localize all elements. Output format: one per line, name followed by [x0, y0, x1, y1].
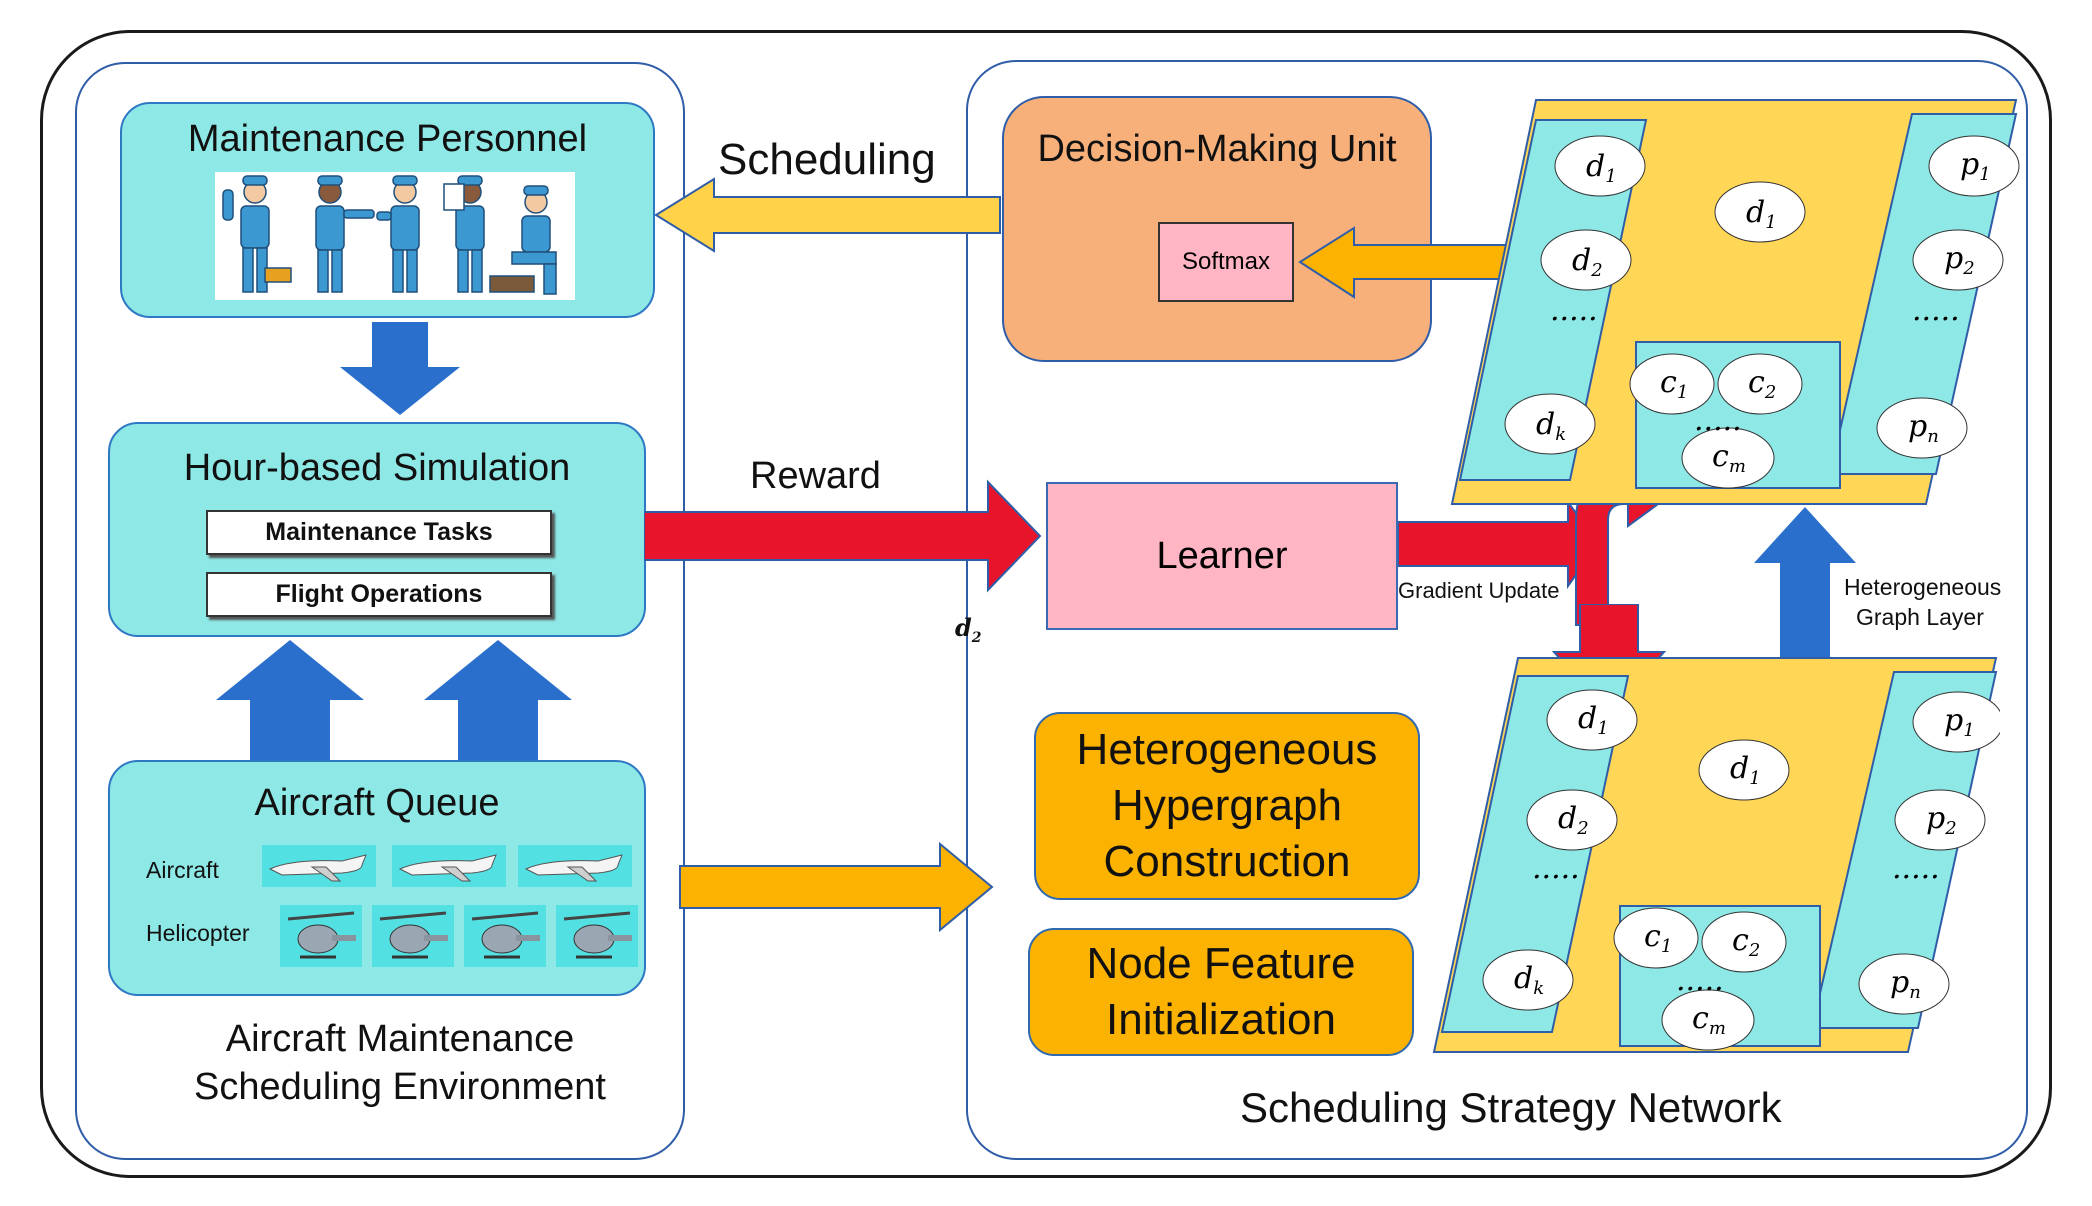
node-c2: c2: [1748, 365, 1776, 403]
node-d1: d1: [1578, 701, 1609, 739]
environment-title-line1: Aircraft Maintenance: [225, 1018, 575, 1060]
aircraft-image: [518, 845, 632, 887]
arrow-personnel-to-simulation: [340, 322, 460, 415]
hypergraph-construction-box: Heterogeneous Hypergraph Construction: [1034, 712, 1420, 900]
helicopter-image: [556, 905, 638, 967]
node-d1-center: d1: [1730, 751, 1761, 789]
aircraft-label: Aircraft: [146, 857, 219, 883]
softmax-label: Softmax: [1181, 248, 1271, 275]
aircraft-image: [262, 845, 376, 887]
node-dk: dk: [1514, 961, 1544, 999]
learner-box: Learner: [1046, 482, 1398, 630]
scheduling-label: Scheduling: [718, 135, 936, 184]
node-pn: pn: [1908, 409, 1939, 447]
learner-label: Learner: [1156, 534, 1288, 577]
node-c1: c1: [1660, 365, 1688, 403]
decision-making-unit-title: Decision-Making Unit: [1037, 128, 1397, 170]
environment-title-line2: Scheduling Environment: [194, 1066, 606, 1108]
helicopter-image: [464, 905, 546, 967]
node-p2: p2: [1944, 241, 1975, 279]
scheduling-arrow: [654, 177, 1001, 253]
helicopter-label: Helicopter: [146, 920, 250, 946]
arrow-queue-to-simulation-1: [216, 640, 364, 760]
node-c2: c2: [1732, 923, 1760, 961]
softmax-box: Softmax: [1158, 222, 1294, 302]
graph-layer-label-line2: Graph Layer: [1856, 604, 1984, 630]
helicopter-image: [280, 905, 362, 967]
graph-layer-arrow: [1754, 507, 1856, 685]
node-cm: cm: [1712, 439, 1746, 477]
node-d2: d2: [1558, 801, 1589, 839]
aircraft-queue-title: Aircraft Queue: [254, 782, 500, 824]
graph-layer-label-line1: Heterogeneous: [1844, 574, 2002, 600]
nodefeat-line2: Initialization: [1106, 995, 1336, 1044]
arrow-graph-to-softmax: [1298, 226, 1523, 299]
network-title: Scheduling Strategy Network: [1240, 1084, 1782, 1131]
reward-arrow: [644, 479, 1042, 593]
nodefeat-line1: Node Feature: [1086, 939, 1356, 988]
hypergraph-line1: Heterogeneous: [1076, 725, 1378, 774]
dots-d: .....: [1550, 293, 1598, 328]
node-p1: p1: [1960, 147, 1991, 185]
dots-c: .....: [1694, 403, 1742, 438]
maintenance-tasks-bar: Maintenance Tasks: [206, 510, 552, 555]
simulation-title: Hour-based Simulation: [183, 447, 571, 489]
dots-p: .....: [1912, 293, 1960, 328]
dots-c: .....: [1676, 963, 1724, 998]
node-d1: d1: [1586, 149, 1617, 187]
lower-hypergraph: d1 d2 dk d1 p1 p2 pn c1 c2 cm ..... ....…: [1432, 657, 2000, 1053]
stray-d-label: d2: [955, 613, 982, 646]
aircraft-image: [392, 845, 506, 887]
upper-hypergraph: d1 d2 dk d1 p1 p2 pn c1 c2 cm ..... ....…: [1450, 99, 2020, 505]
dots-p: .....: [1892, 851, 1940, 886]
gradient-update-label: Gradient Update: [1398, 578, 1560, 603]
node-d1-center: d1: [1746, 195, 1777, 233]
node-cm: cm: [1692, 1001, 1726, 1039]
hypergraph-line2: Hypergraph: [1112, 781, 1342, 830]
node-c1: c1: [1644, 919, 1672, 957]
node-feature-initialization-box: Node Feature Initialization: [1028, 928, 1414, 1056]
node-pn: pn: [1890, 965, 1921, 1003]
arrow-queue-to-simulation-2: [424, 640, 572, 760]
dots-d: .....: [1532, 851, 1580, 886]
arrow-queue-to-network: [679, 842, 994, 932]
node-p1: p1: [1944, 703, 1975, 741]
node-p2: p2: [1926, 801, 1957, 839]
maintenance-workers-illustration: [215, 172, 575, 300]
node-dk: dk: [1536, 407, 1566, 445]
flight-operations-bar: Flight Operations: [206, 572, 552, 617]
hypergraph-line3: Construction: [1103, 837, 1351, 886]
maintenance-personnel-title: Maintenance Personnel: [187, 118, 588, 160]
node-d2: d2: [1572, 243, 1603, 281]
helicopter-image: [372, 905, 454, 967]
reward-label: Reward: [750, 455, 881, 497]
